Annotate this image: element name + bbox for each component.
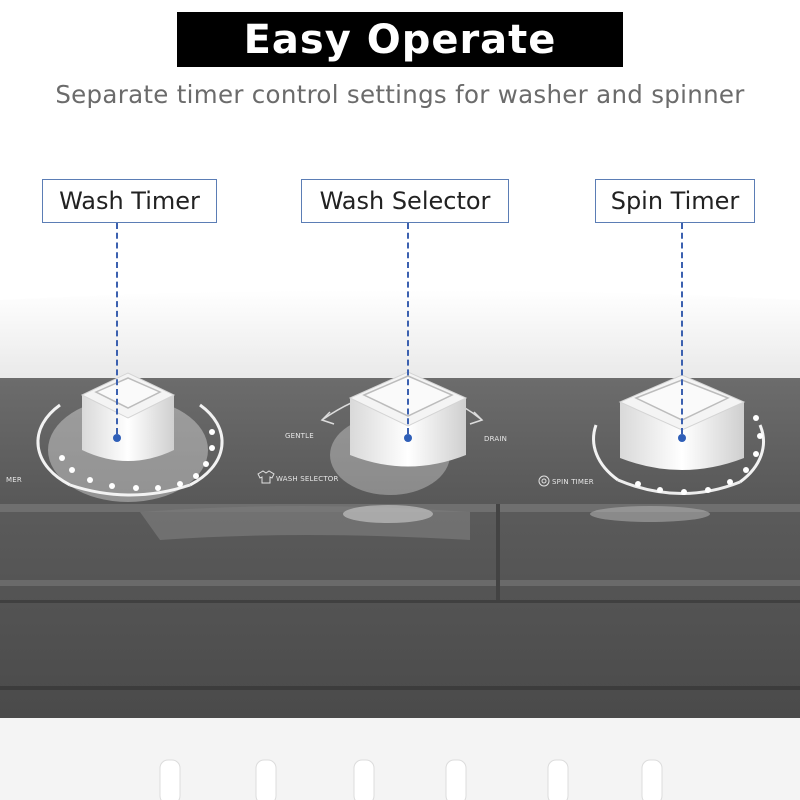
- wash-timer-dial: [36, 403, 224, 497]
- callout-spin-timer: Spin Timer: [595, 179, 755, 223]
- callout-dot-wash-selector: [404, 434, 412, 442]
- callout-line-wash-selector: [407, 223, 409, 434]
- machine-lid: [0, 290, 800, 380]
- panel-label-drain: DRAIN: [484, 435, 508, 443]
- base-vent-slots: [159, 759, 663, 800]
- panel-label-gentle: GENTLE: [285, 432, 314, 440]
- callout-wash-selector: Wash Selector: [301, 179, 509, 223]
- callout-line-spin-timer: [681, 223, 683, 434]
- panel-label-left-edge: MER: [6, 476, 22, 484]
- spin-timer-dial: [592, 415, 765, 495]
- panel-label-wash-selector: WASH SELECTOR: [276, 475, 339, 483]
- machine-body: [0, 504, 800, 718]
- page-subtitle: Separate timer control settings for wash…: [55, 80, 745, 109]
- machine-base: [0, 718, 800, 800]
- spin-icon: [538, 475, 550, 487]
- callout-dot-spin-timer: [678, 434, 686, 442]
- page-title: Easy Operate: [177, 12, 623, 67]
- panel-label-spin-timer: SPIN TIMER: [552, 478, 594, 486]
- callout-wash-timer: Wash Timer: [42, 179, 217, 223]
- shirt-icon: [257, 470, 275, 484]
- callout-line-wash-timer: [116, 223, 118, 434]
- callout-dot-wash-timer: [113, 434, 121, 442]
- wash-timer-knob: [48, 372, 208, 502]
